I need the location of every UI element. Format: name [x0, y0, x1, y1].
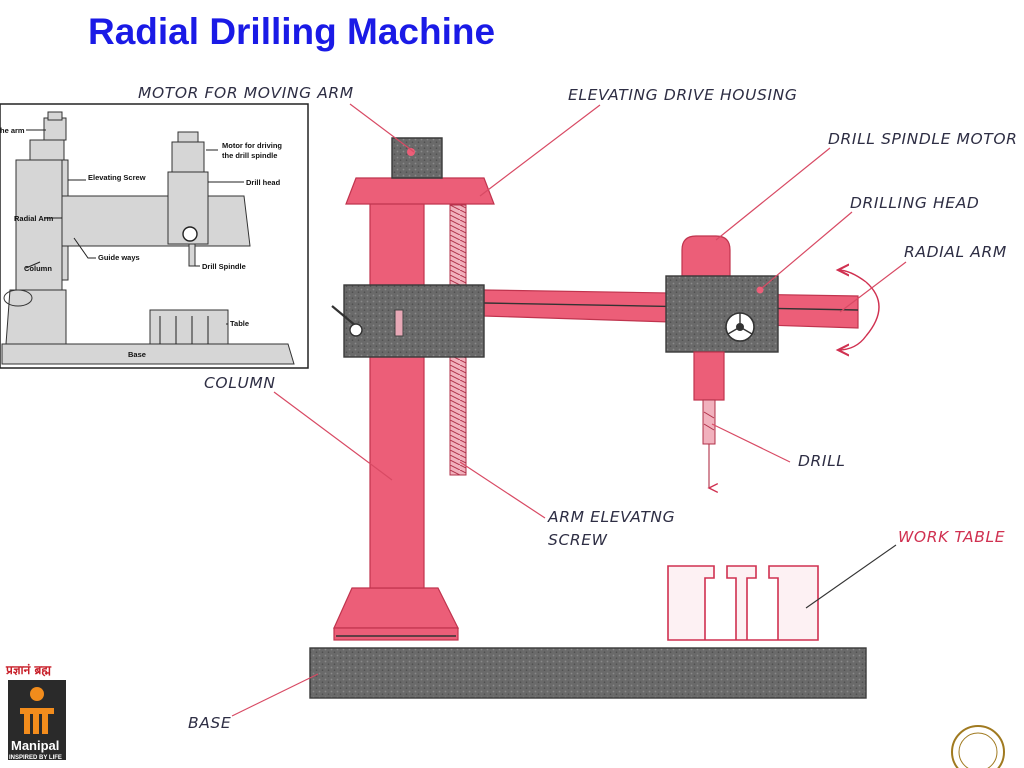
label-base: BASE — [188, 714, 231, 732]
machine-base — [309, 647, 867, 699]
slide-title: Radial Drilling Machine — [88, 11, 496, 52]
machine-drawing — [309, 137, 880, 699]
label-drill-spindle-motor: DRILL SPINDLE MOTOR — [828, 130, 1018, 148]
label-elevating-drive-housing: ELEVATING DRIVE HOUSING — [568, 86, 797, 104]
label-radial-arm: RADIAL ARM — [904, 243, 1007, 261]
column-foot — [333, 587, 459, 629]
inset-label-radial-arm: Radial Arm — [14, 214, 54, 223]
label-column: COLUMN — [204, 374, 276, 392]
inset-column — [15, 159, 63, 291]
logo-slogan: INSPIRED BY LIFE — [9, 755, 62, 761]
inset-table — [149, 309, 229, 345]
arm-motor — [391, 137, 443, 179]
inset-label-drill-head: Drill head — [246, 178, 281, 187]
inset-label-arm: he arm — [0, 126, 25, 135]
inset-label-motor-line2: the drill spindle — [222, 151, 277, 160]
inset-label-base: Base — [128, 350, 146, 359]
inset-label-motor-line1: Motor for driving — [222, 141, 282, 150]
label-motor-for-moving-arm: MOTOR FOR MOVING ARM — [138, 84, 354, 102]
label-drill: DRILL — [798, 452, 846, 470]
inset-label-guide-ways: Guide ways — [98, 253, 140, 262]
label-arm-elevating-screw-line2: SCREW — [548, 531, 608, 549]
label-arm-elevating-screw-line1: ARM ELEVATNG — [547, 508, 675, 526]
arm-swing-arrow — [838, 270, 867, 283]
label-work-table: WORK TABLE — [898, 528, 1005, 546]
drill-spindle — [693, 351, 725, 401]
drill-bit — [702, 399, 716, 445]
column-foot-plate — [333, 627, 459, 641]
institute-seal — [951, 725, 1005, 768]
inset-label-table: Table — [230, 319, 249, 328]
logo-name: Manipal — [11, 738, 59, 753]
inset-label-drill-spindle: Drill Spindle — [202, 262, 246, 271]
work-table — [667, 565, 819, 641]
machine-column — [369, 199, 425, 589]
label-drilling-head: DRILLING HEAD — [850, 194, 979, 212]
inset-label-column: Column — [24, 264, 52, 273]
logo-tagline-top: प्रज्ञानं ब्रह्म — [5, 663, 52, 677]
drill-spindle-motor — [681, 235, 731, 277]
column-top-cap — [345, 177, 495, 205]
inset-diagram: he arm Motor for driving the drill spind… — [0, 103, 309, 369]
diagram-labels: MOTOR FOR MOVING ARM ELEVATING DRIVE HOU… — [138, 84, 1018, 732]
inset-base — [1, 343, 295, 365]
inset-radial-arm — [61, 195, 251, 247]
leader-lines — [231, 103, 907, 717]
arm-sleeve — [343, 284, 485, 358]
manipal-logo: प्रज्ञानं ब्रह्म Manipal INSPIRED BY LIF… — [5, 663, 66, 761]
inset-label-elevating-screw: Elevating Screw — [88, 173, 146, 182]
